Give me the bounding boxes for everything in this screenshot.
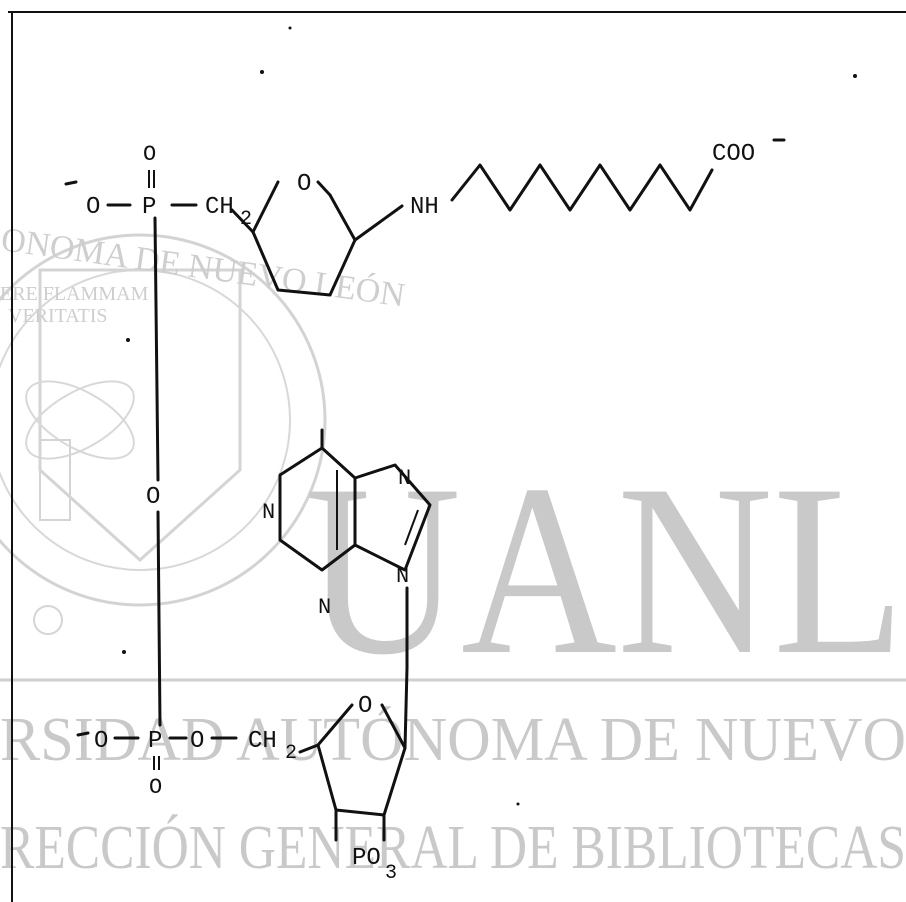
top-sugar-ring: O [230,171,404,297]
ch2-top-subscript: 2 [240,208,252,231]
watermark-line-1: RSIDAD AUTÓNOMA DE NUEVO [0,706,906,774]
seal-motto-2: VERITATIS [8,305,108,327]
seal-motto-1: ERE FLAMMAM [0,283,149,305]
ch2-bottom: CH [248,728,277,755]
oxygen-minus-bottom: O [94,728,108,755]
bridge-oxygen-bottom: O [190,728,204,755]
frame [8,11,906,902]
adenine-n1: N [262,500,275,525]
adenine-n7: N [398,466,411,491]
bottom-phosphate-group: O P O CH 2 O [76,728,297,800]
phosphate-po3-subscript: 3 [385,862,397,885]
ring-oxygen-bottom: O [358,693,372,720]
double-bond-oxygen-bottom: O [149,775,162,800]
watermark-line-2: RECCIÓN GENERAL DE BIBLIOTECAS [0,814,906,882]
bottom-sugar-ring: O PO 3 [298,666,409,885]
ch2-bottom-subscript: 2 [285,742,297,765]
amino-chain: NH COO [410,138,786,221]
watermark-uanl: UANL [305,434,905,705]
carboxylate: COO [712,141,755,168]
phosphate-po3: PO [352,845,381,872]
ring-oxygen-top: O [297,171,311,198]
phosphorus-top: P [142,194,156,221]
ch2-top: CH [205,194,234,221]
adenine-n9: N [396,564,409,589]
phosphorus-bottom: P [148,728,162,755]
pyrophosphate-bridge: O [146,216,162,727]
adenine-base: N N N N [262,428,432,670]
double-bond-oxygen-top: O [143,142,156,167]
top-phosphate-group: O P O CH 2 [64,142,252,231]
amine-nh: NH [410,194,439,221]
adenine-n3: N [318,595,331,620]
bridge-oxygen: O [146,484,160,511]
oxygen-minus-top: O [86,194,100,221]
watermark: ONOMA DE NUEVO LEÓN ERE FLAMMAM VERITATI… [0,220,906,882]
